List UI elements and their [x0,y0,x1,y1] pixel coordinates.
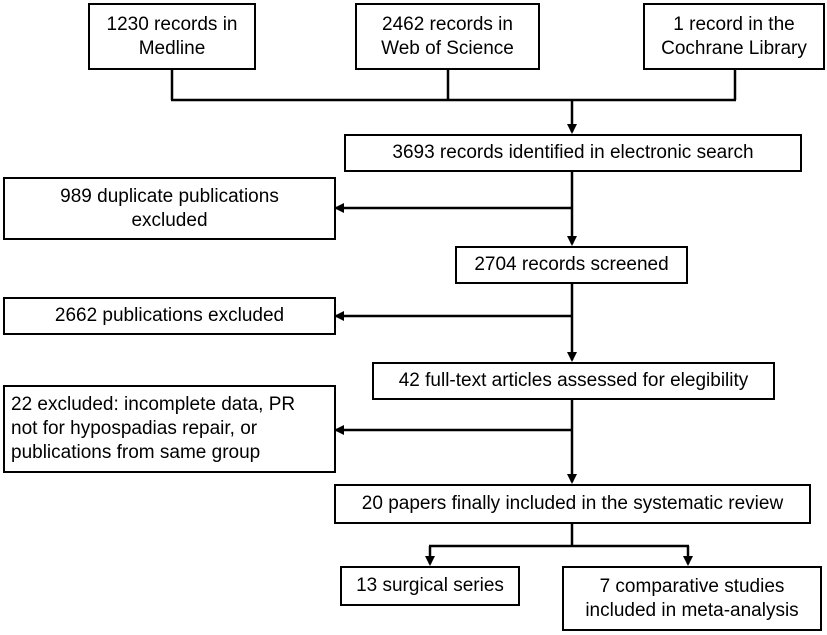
box-identified: 3693 records identified in electronic se… [344,134,802,172]
box-comparative-line1: 7 comparative studies [599,575,785,597]
box-web-of-science: 2462 records in Web of Science [355,3,540,70]
box-duplicates-line1: 989 duplicate publications [60,185,279,207]
box-fulltext-text: 42 full-text articles assessed for elegi… [398,370,749,392]
box-fulltext-excluded: 22 excluded: incomplete data, PR not for… [3,385,336,473]
box-fulltext-assessed: 42 full-text articles assessed for elegi… [372,362,775,400]
box-comparative-line2: included in meta-analysis [585,599,799,621]
box-surgical-series: 13 surgical series [340,566,520,606]
box-excluded-screen-text: 2662 publications excluded [54,305,285,327]
box-identified-text: 3693 records identified in electronic se… [392,142,754,164]
box-included: 20 papers finally included in the system… [334,484,811,524]
box-duplicates-excluded: 989 duplicate publications excluded [3,177,336,240]
box-publications-excluded: 2662 publications excluded [3,297,336,335]
box-surgical-text: 13 surgical series [356,575,504,597]
box-cochrane-line2: Cochrane Library [661,37,807,59]
box-screened: 2704 records screened [455,246,688,284]
box-included-text: 20 papers finally included in the system… [361,493,784,515]
box-medline-line1: 1230 records in [106,13,238,35]
box-comparative-studies: 7 comparative studies included in meta-a… [562,566,822,631]
box-fulltext-excluded-line3: publications from same group [11,441,261,463]
box-wos-line2: Web of Science [381,37,514,59]
box-wos-line1: 2462 records in [382,13,513,35]
box-fulltext-excluded-line2: not for hypospadias repair, or [11,418,258,440]
box-screened-text: 2704 records screened [474,254,669,276]
box-medline-line2: Medline [138,37,206,59]
box-cochrane-line1: 1 record in the [673,13,795,35]
box-cochrane: 1 record in the Cochrane Library [643,3,825,70]
box-duplicates-line2: excluded [131,209,208,231]
box-medline: 1230 records in Medline [88,3,256,70]
box-fulltext-excluded-line1: 22 excluded: incomplete data, PR [11,394,296,416]
